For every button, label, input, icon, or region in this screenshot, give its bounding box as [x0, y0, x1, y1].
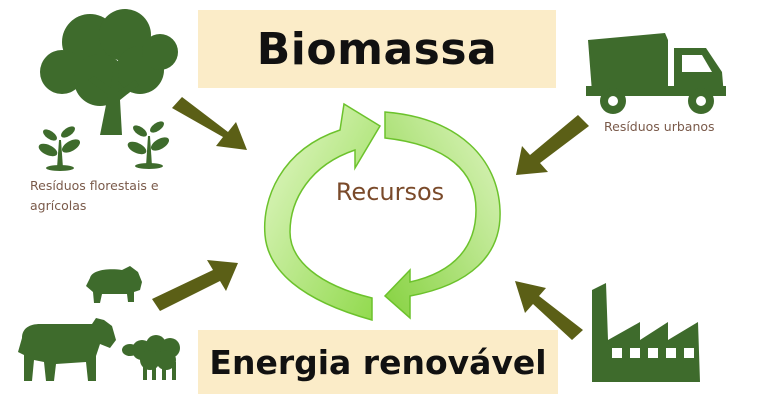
cycle-arrow-right: [383, 111, 501, 320]
livestock-icon: [18, 266, 180, 381]
bottom-label: Energia renovável: [209, 342, 547, 382]
factory-icon: [592, 283, 700, 382]
arrow-from-urban: [516, 115, 589, 175]
forest-source-label: Resíduos florestais e agrícolas: [30, 176, 159, 216]
tree-and-sprouts-icon: [38, 9, 178, 171]
input-arrows: [152, 97, 589, 340]
cycle-arrows: [263, 102, 501, 321]
title-box: Biomassa: [198, 10, 556, 88]
arrow-from-industry: [515, 281, 583, 340]
arrow-from-livestock: [152, 260, 238, 311]
dump-truck-icon: [586, 33, 726, 114]
forest-label-line1: Resíduos florestais e: [30, 178, 159, 193]
bottom-box: Energia renovável: [198, 330, 558, 394]
forest-label-line2: agrícolas: [30, 198, 87, 213]
urban-source-label: Resíduos urbanos: [604, 119, 715, 134]
cycle-arrow-left: [263, 102, 382, 321]
diagram-title: Biomassa: [256, 23, 498, 75]
arrow-from-forest: [172, 97, 247, 150]
center-label: Recursos: [335, 178, 445, 206]
